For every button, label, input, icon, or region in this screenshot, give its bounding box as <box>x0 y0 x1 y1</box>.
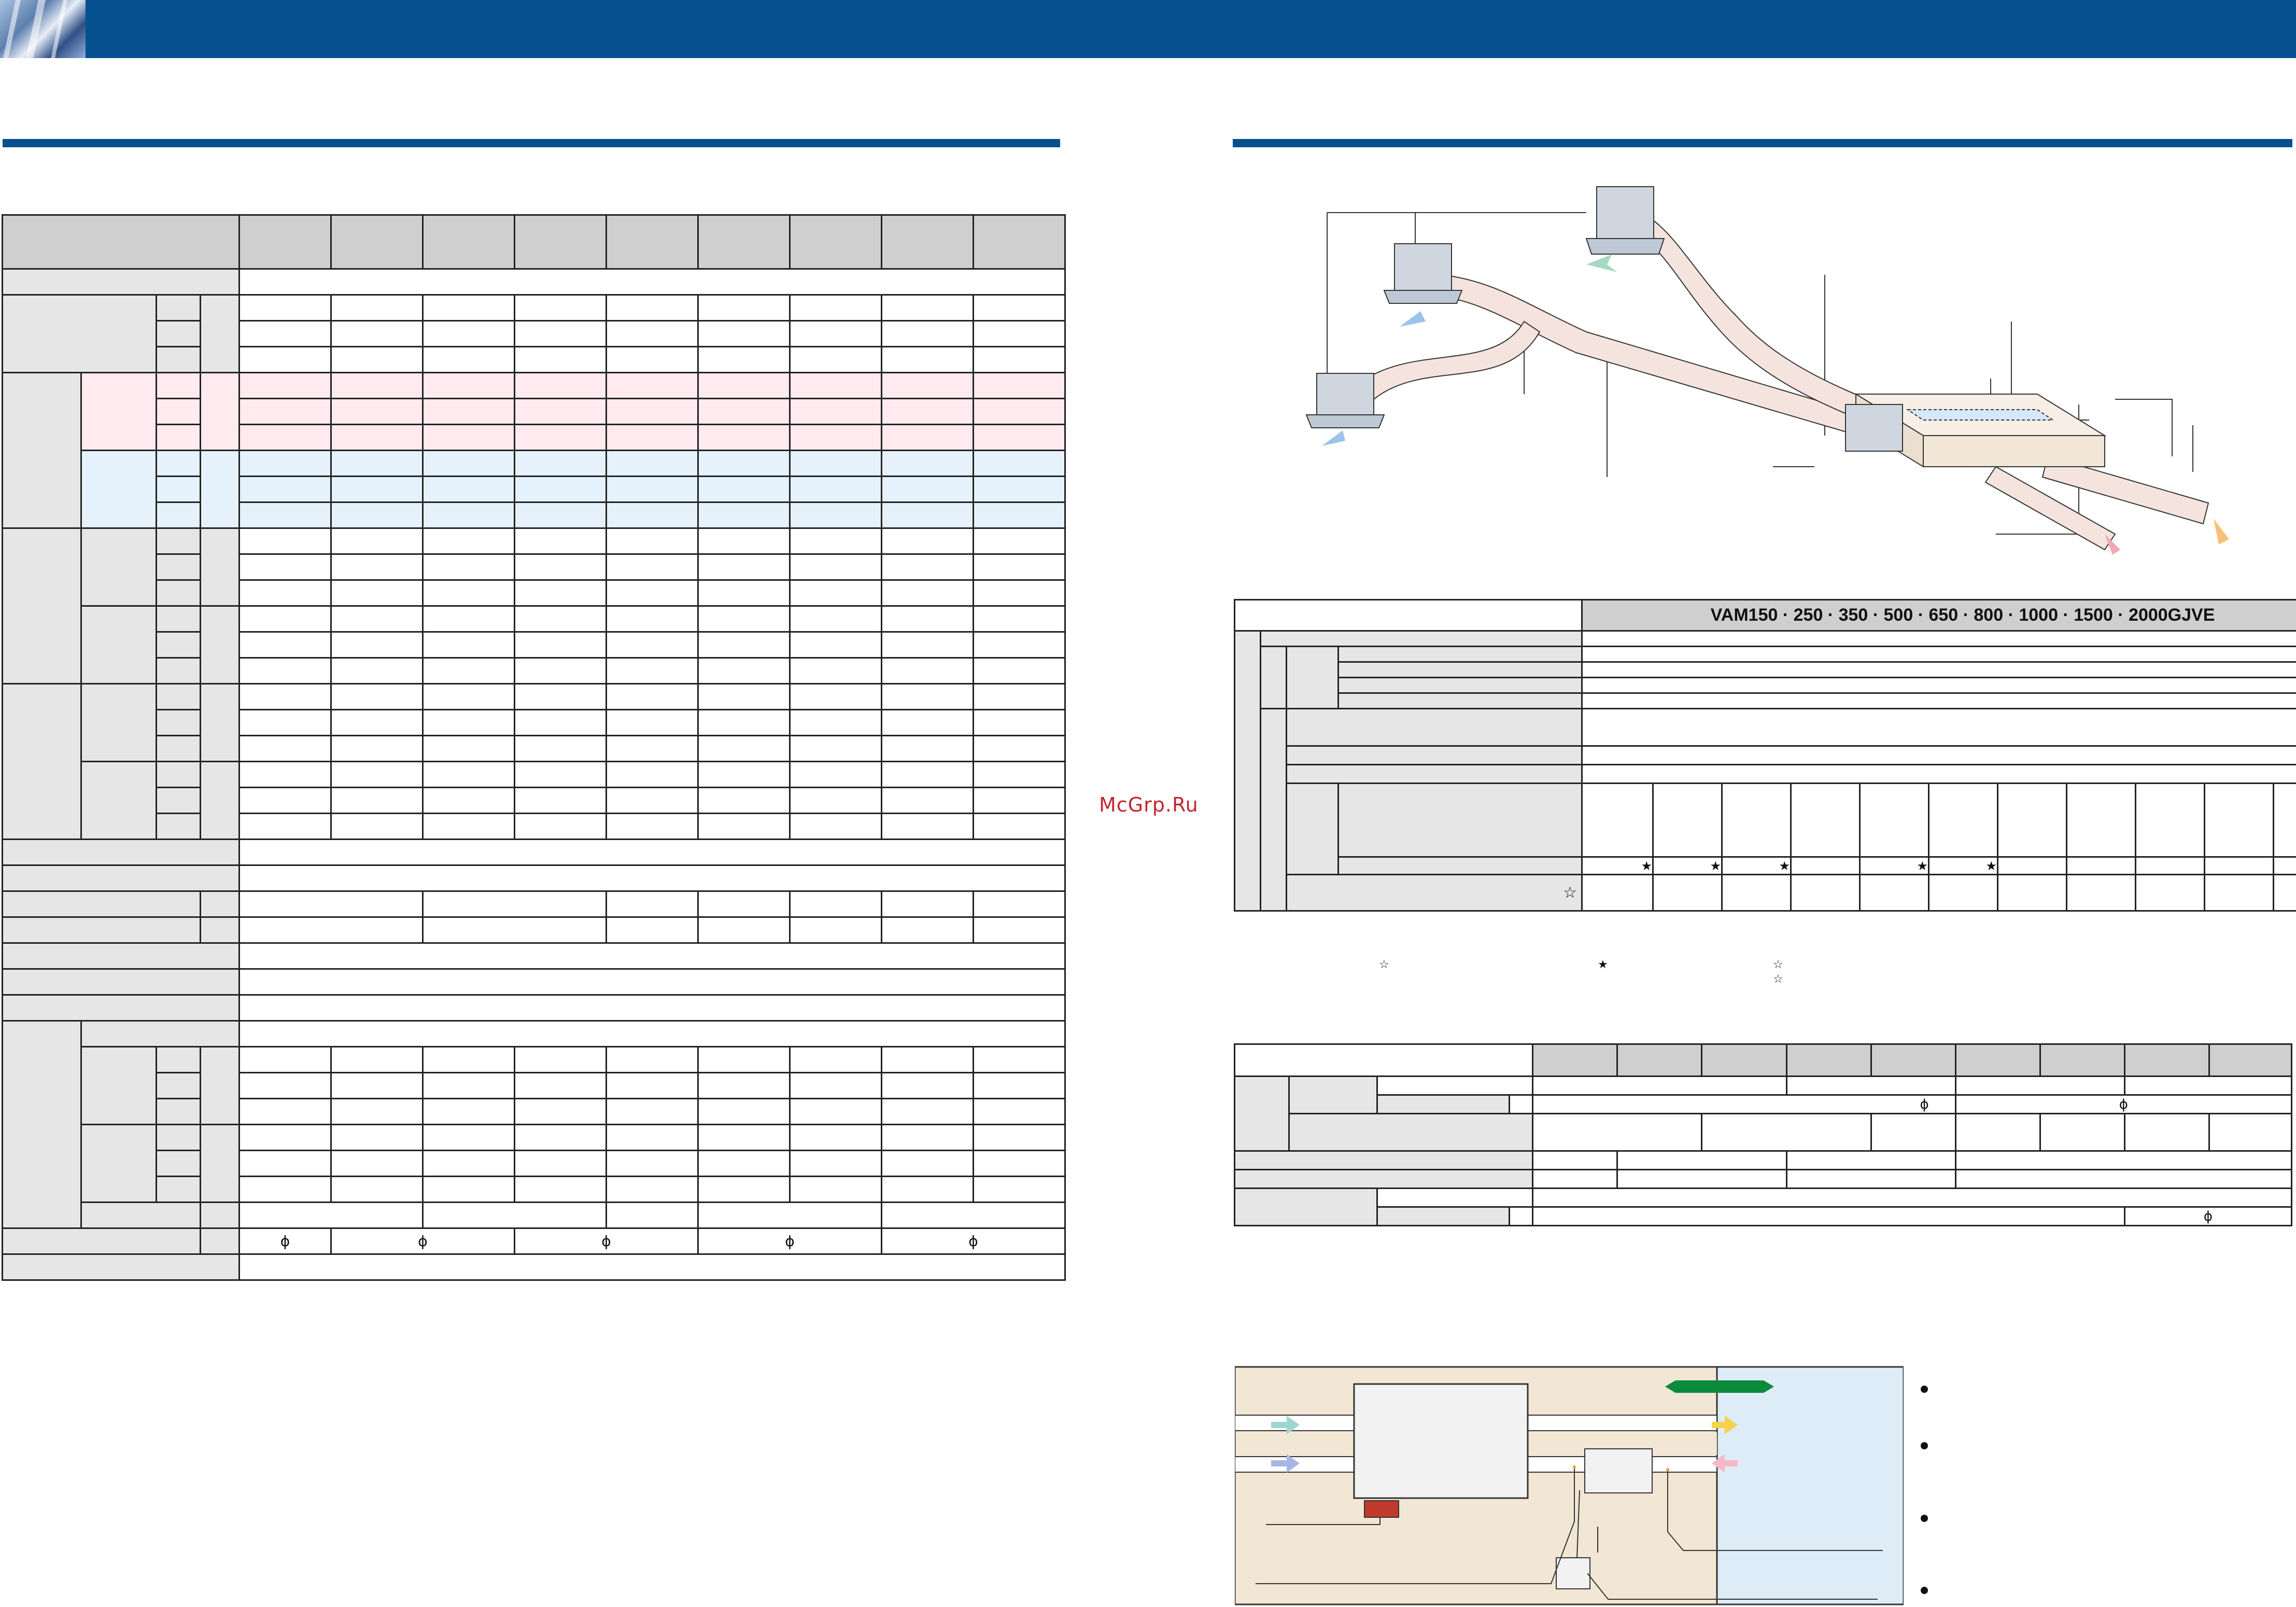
footnote-open-star-3: ☆ <box>1773 973 1783 986</box>
footnote-open-star-2: ☆ <box>1773 958 1783 971</box>
bullet-3 <box>1921 1515 1928 1522</box>
installation-diagram <box>1296 176 2291 570</box>
header-building-image <box>0 0 86 58</box>
footnote-star: ★ <box>1598 958 1608 971</box>
model-spec-table: VAM150 · 250 · 350 · 500 · 650 · 800 · 1… <box>1234 599 2296 912</box>
dimension-table: ϕ ϕ ϕ <box>1234 1043 2292 1226</box>
footnote-open-star: ☆ <box>1379 958 1389 971</box>
bullet-2 <box>1921 1442 1928 1449</box>
table-header-row <box>3 215 1065 269</box>
specification-table: ϕ ϕ ϕ ϕ ϕ <box>2 214 1066 1281</box>
table-row <box>3 451 1065 477</box>
header-bar <box>0 0 2296 58</box>
model-header: VAM150 · 250 · 350 · 500 · 650 · 800 · 1… <box>1711 605 2215 625</box>
system-diagram <box>1235 1366 1904 1607</box>
bullet-4 <box>1921 1587 1928 1594</box>
section-rule-right <box>1233 139 2292 147</box>
watermark: McGrp.Ru <box>1099 793 1199 816</box>
bullet-1 <box>1921 1386 1928 1393</box>
table-row-diameter: ϕ ϕ ϕ ϕ ϕ <box>3 1228 1065 1254</box>
section-rule-left <box>3 139 1060 147</box>
star-row: ★ ★ ★ ★ ★ <box>1235 857 2296 875</box>
table-row <box>3 373 1065 399</box>
